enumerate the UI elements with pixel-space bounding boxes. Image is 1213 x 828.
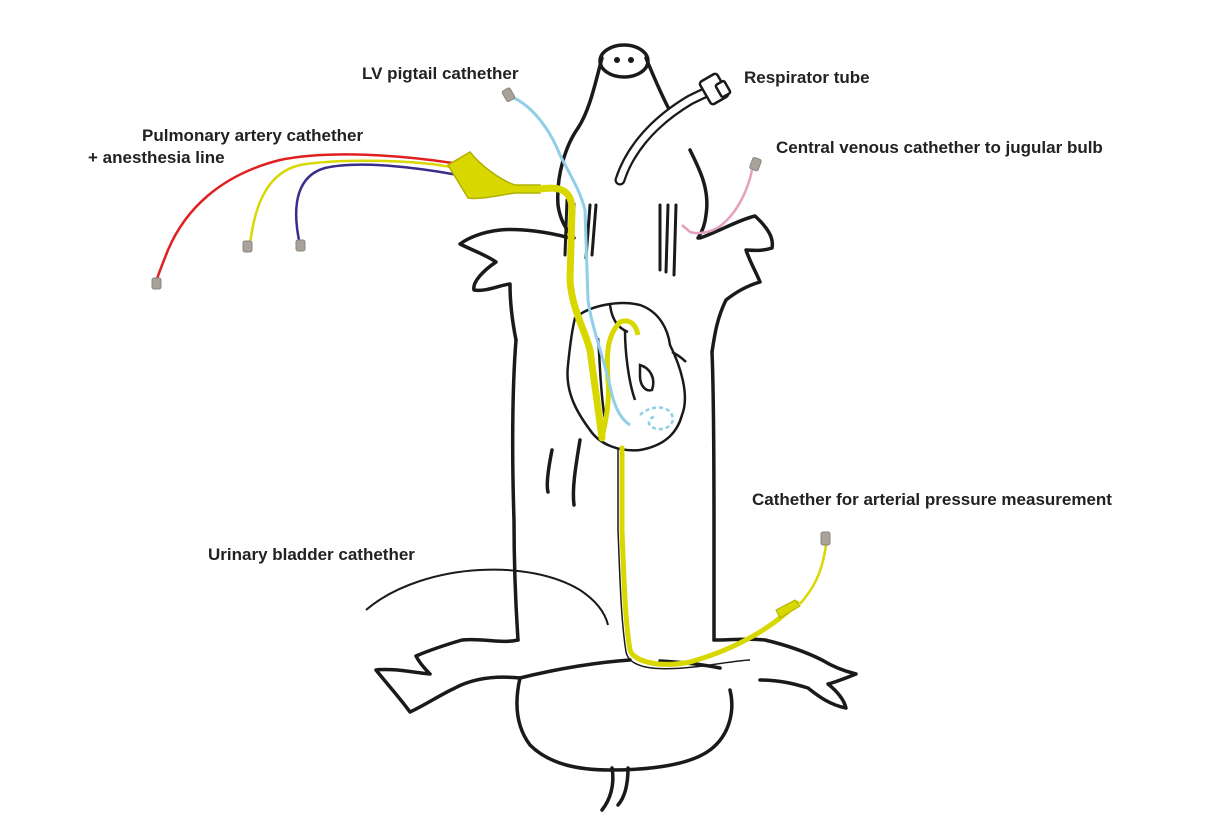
connector-icon — [296, 240, 305, 251]
pa-catheter-label: Pulmonary artery cathether — [142, 126, 363, 146]
anesthesia-line-label: + anesthesia line — [88, 148, 225, 168]
connector-icon — [821, 532, 830, 545]
central-venous-label: Central venous cathether to jugular bulb — [776, 138, 1103, 158]
nostril-icon — [628, 57, 634, 63]
connector-icon — [152, 278, 161, 289]
respirator-tube-label: Respirator tube — [744, 68, 870, 88]
connector-icon — [243, 241, 252, 252]
lv-pigtail-label: LV pigtail cathether — [362, 64, 519, 84]
nostril-icon — [614, 57, 620, 63]
arterial-catheter-label: Cathether for arterial pressure measurem… — [752, 490, 1112, 510]
urinary-catheter-label: Urinary bladder cathether — [208, 545, 415, 565]
